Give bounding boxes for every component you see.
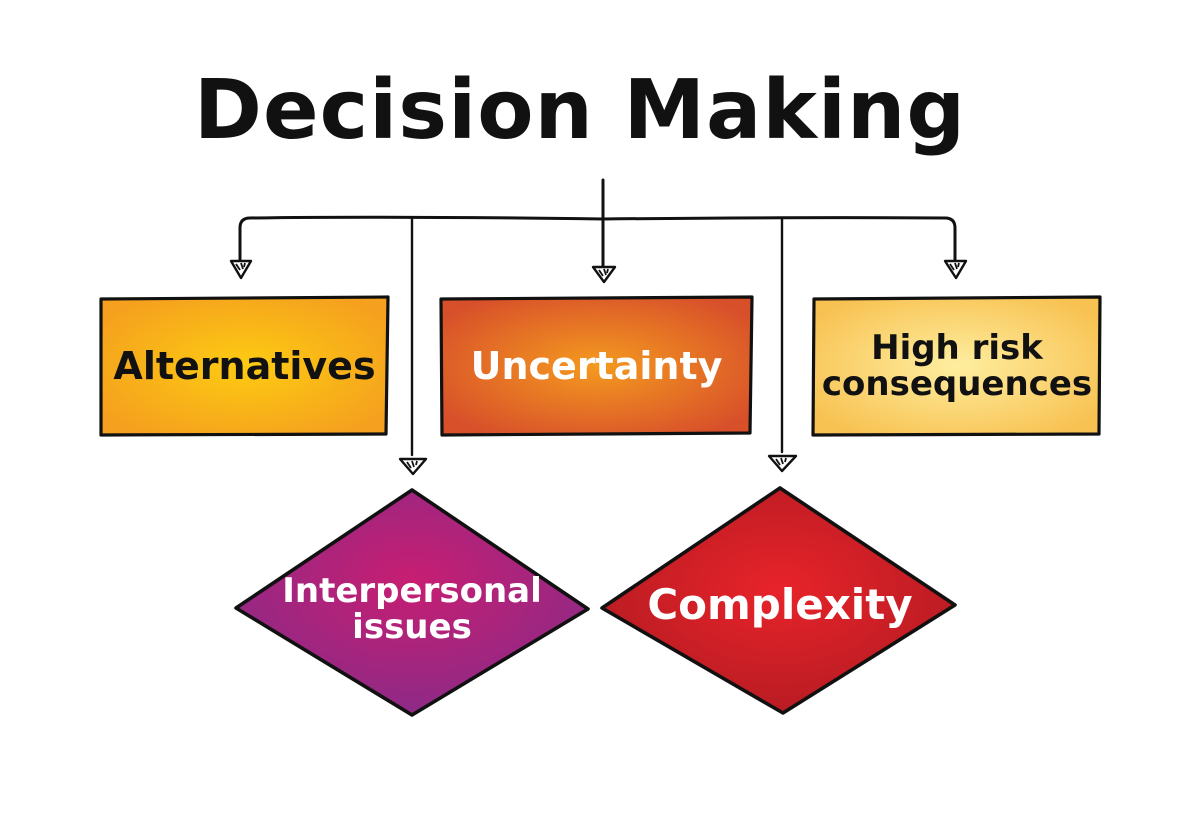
node-alternatives-label: Alternatives — [101, 299, 388, 435]
arrow-down-icon — [767, 454, 798, 473]
complexity-text: Complexity — [647, 579, 913, 629]
node-uncertainty-label: Uncertainty — [441, 299, 752, 435]
arrow-down-icon — [398, 457, 428, 476]
node-uncertainty-box — [439, 295, 754, 437]
node-high-risk-label: High risk consequences — [814, 299, 1100, 435]
horizontal-bus-line — [248, 215, 947, 221]
arrow-down-icon — [943, 259, 968, 280]
arrow-down-icon — [229, 259, 253, 280]
node-high-risk-box — [811, 295, 1102, 437]
interpersonal-text-line1: Interpersonal — [282, 571, 542, 612]
node-interpersonal-label: Interpersonal issues — [250, 560, 574, 660]
alternatives-text: Alternatives — [113, 344, 376, 389]
node-complexity-label: Complexity — [620, 570, 940, 640]
interpersonal-text-line2: issues — [352, 607, 472, 647]
arrow-down-icon — [591, 265, 617, 284]
edge-to-high-risk — [943, 216, 957, 264]
node-complexity-diamond — [600, 486, 957, 715]
node-interpersonal-diamond — [234, 488, 590, 717]
arrow-heads — [229, 259, 968, 476]
high-risk-text-line2: consequences — [821, 364, 1093, 404]
edge-to-alternatives — [238, 216, 252, 264]
connectors — [238, 178, 957, 457]
node-alternatives-box — [99, 295, 390, 437]
uncertainty-text: Uncertainty — [470, 344, 723, 389]
high-risk-text-line1: High risk — [871, 328, 1043, 369]
diagram-title: Decision Making — [193, 63, 967, 158]
